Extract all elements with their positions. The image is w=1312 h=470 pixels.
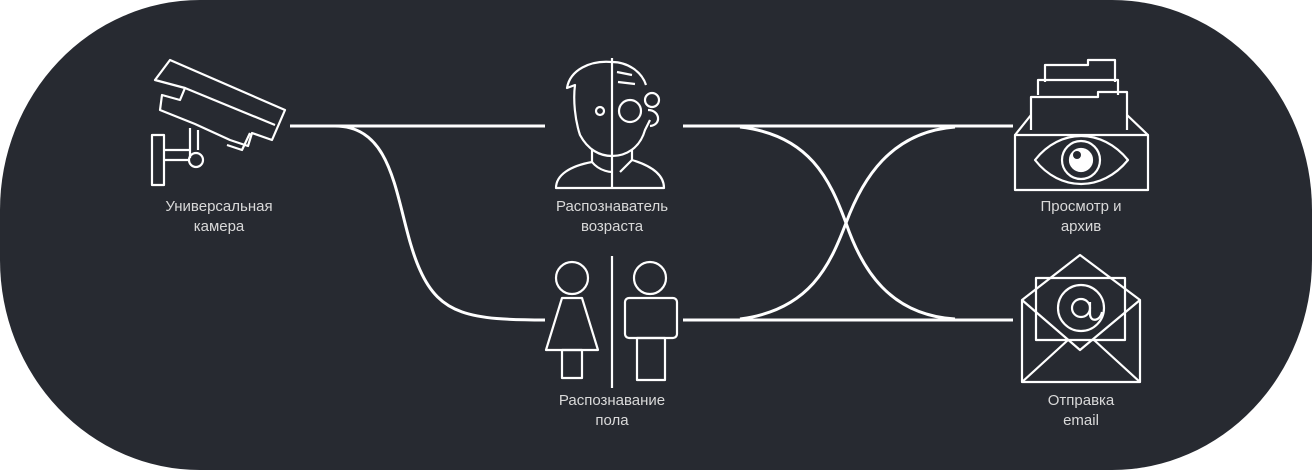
label-line: камера <box>193 218 245 235</box>
node-label-archive: Просмотр и архив <box>981 197 1181 237</box>
connector-camera-gender <box>334 124 546 322</box>
label-line: Распознавание <box>558 392 666 409</box>
label-line: Распознаватель <box>555 198 669 215</box>
node-label-gender: Распознавание пола <box>512 391 712 431</box>
label-line: пола <box>595 412 629 429</box>
label-line: Просмотр и <box>1040 198 1122 215</box>
label-line: Отправка <box>1047 392 1115 409</box>
label-line: возраста <box>580 218 644 235</box>
node-label-email: Отправка email <box>981 391 1181 431</box>
connector-gender-archive <box>739 125 956 321</box>
node-label-age: Распознаватель возраста <box>512 197 712 237</box>
label-line: email <box>1063 412 1099 429</box>
label-line: архив <box>1060 218 1102 235</box>
label-line: Универсальная <box>165 198 273 215</box>
node-label-camera: Универсальная камера <box>119 197 319 237</box>
